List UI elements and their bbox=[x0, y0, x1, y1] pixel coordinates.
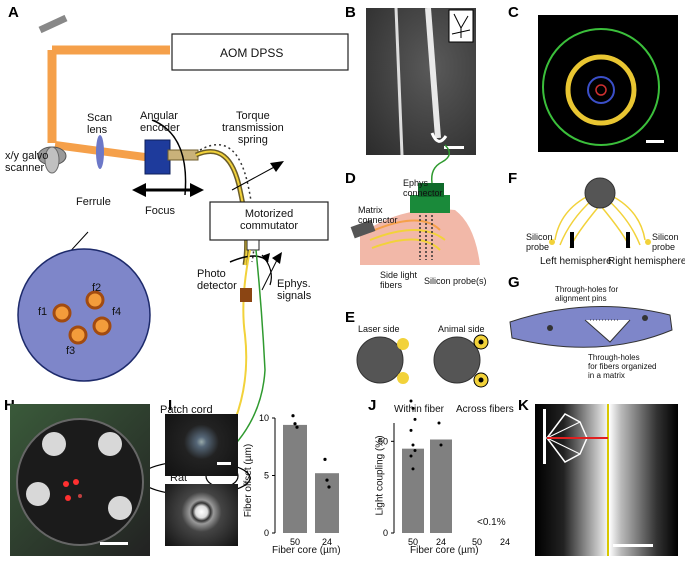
chart-i-ylabel: Fiber offset (µm) bbox=[243, 443, 255, 518]
data-point bbox=[437, 421, 441, 425]
angular-encoder-label: Angular encoder bbox=[140, 110, 180, 134]
fiber-label-f2: f2 bbox=[92, 282, 102, 294]
fiber-cross-section-image bbox=[538, 15, 678, 152]
bar bbox=[430, 439, 452, 533]
laser-side-label: Laser side bbox=[358, 324, 400, 334]
matrix-holes-label: Through-holes for fibers organized in a … bbox=[588, 353, 657, 380]
right-hemisphere-label: Right hemisphere bbox=[608, 256, 685, 267]
panel-label-e: E bbox=[345, 309, 356, 326]
x-tick-label: 24 bbox=[500, 537, 510, 547]
light-emission-image bbox=[535, 404, 678, 556]
panel-label-g: G bbox=[508, 274, 520, 291]
data-point bbox=[439, 443, 443, 447]
fiber-label-f1: f1 bbox=[38, 306, 48, 318]
bar bbox=[315, 473, 339, 533]
silicon-probe-label: Silicon probe(s) bbox=[424, 276, 487, 286]
y-tick-label: 5 bbox=[264, 471, 269, 481]
bar bbox=[402, 448, 424, 533]
y-tick-label: 0 bbox=[383, 528, 388, 538]
y-tick-label: 10 bbox=[259, 413, 269, 423]
y-tick-label: 0 bbox=[264, 528, 269, 538]
chart-j-ylabel: Light coupling (%) bbox=[374, 435, 386, 516]
ephys-connector-label: Ephys connector bbox=[403, 178, 443, 198]
scan-lens-label: Scan lens bbox=[87, 112, 113, 136]
fiber-tip-image-bottom bbox=[165, 484, 238, 546]
chart-i-xlabel: Fiber core (µm) bbox=[272, 545, 341, 556]
chart-j-xlabel: Fiber core (µm) bbox=[410, 545, 479, 556]
patch-cord-label: Patch cord bbox=[160, 404, 213, 416]
chart-j-annotation: <0.1% bbox=[477, 517, 506, 528]
photo-detector-label: Photo detector bbox=[197, 268, 237, 292]
ephys-signals-label: Ephys. signals bbox=[277, 278, 312, 302]
data-point bbox=[327, 485, 331, 489]
data-point bbox=[325, 478, 329, 482]
bar bbox=[283, 424, 307, 533]
data-point bbox=[411, 406, 415, 410]
data-point bbox=[291, 414, 295, 418]
fiber-label-f3: f3 bbox=[66, 345, 76, 357]
fiber-offset-chart: 0 5 10 50 24 bbox=[259, 413, 339, 547]
alignment-pins-label: Through-holes for alignment pins bbox=[555, 285, 619, 303]
ferrule-label: Ferrule bbox=[76, 196, 111, 208]
data-point bbox=[409, 428, 413, 432]
galvo-label: x/y galvo scanner bbox=[5, 150, 49, 174]
fiber-label-f4: f4 bbox=[112, 306, 122, 318]
probe-micrograph bbox=[366, 8, 476, 155]
panel-label-j: J bbox=[368, 397, 377, 414]
x-tick-label: 50 bbox=[408, 537, 418, 547]
commutator-label: Motorized commutator bbox=[240, 208, 299, 232]
panel-label-k: K bbox=[518, 397, 529, 414]
panel-label-a: A bbox=[8, 4, 19, 21]
data-point bbox=[295, 425, 299, 429]
panel-label-b: B bbox=[345, 4, 356, 21]
group-across-label: Across fibers bbox=[456, 404, 514, 415]
data-point bbox=[413, 449, 417, 452]
probe-left-label: Silicon probe bbox=[526, 232, 553, 252]
left-hemisphere-label: Left hemisphere bbox=[540, 256, 612, 267]
group-within-label: Within fiber bbox=[394, 404, 445, 415]
data-point bbox=[409, 454, 413, 458]
fiber-tip-image-top bbox=[165, 414, 238, 476]
panel-label-c: C bbox=[508, 4, 519, 21]
light-coupling-chart: 0 50 50 24 50 24 bbox=[378, 399, 510, 547]
x-tick-label: 24 bbox=[322, 537, 332, 547]
panel-label-i: I bbox=[168, 397, 173, 414]
panel-label-h: H bbox=[4, 397, 15, 414]
torque-spring-label: Torque transmission spring bbox=[222, 110, 284, 146]
data-point bbox=[411, 467, 415, 471]
data-point bbox=[293, 422, 297, 426]
probe-right-label: Silicon probe bbox=[652, 232, 679, 252]
data-point bbox=[409, 399, 413, 403]
data-point bbox=[413, 417, 417, 421]
matrix-connector-label: Matrix connector bbox=[358, 205, 398, 225]
focus-label: Focus bbox=[145, 205, 175, 217]
animal-side-label: Animal side bbox=[438, 324, 485, 334]
data-point bbox=[323, 457, 327, 461]
panel-label-f: F bbox=[508, 170, 518, 187]
aom-label: AOM DPSS bbox=[220, 46, 284, 60]
side-light-label: Side light fibers bbox=[380, 270, 418, 290]
connector-photo bbox=[10, 404, 150, 556]
x-tick-label: 24 bbox=[436, 537, 446, 547]
y-tick-label: 50 bbox=[378, 436, 388, 446]
data-point bbox=[411, 443, 415, 447]
x-tick-label: 50 bbox=[472, 537, 482, 547]
x-tick-label: 50 bbox=[290, 537, 300, 547]
panel-label-d: D bbox=[345, 170, 356, 187]
